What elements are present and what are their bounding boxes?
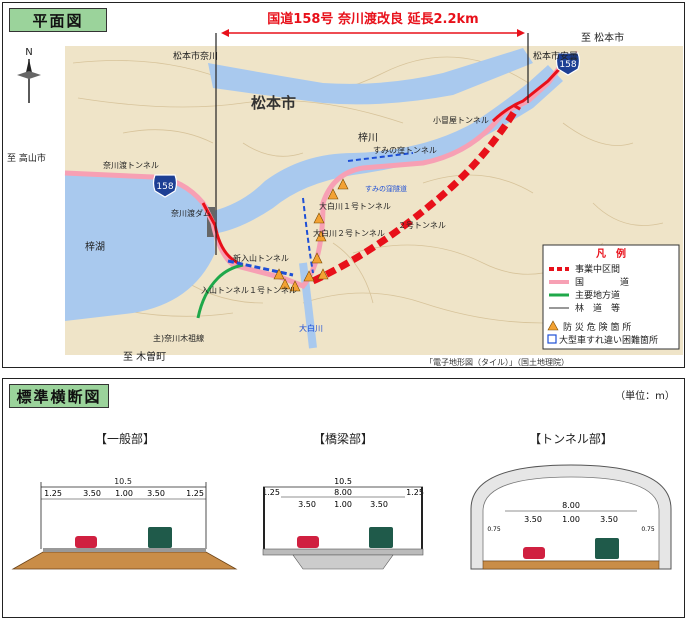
unit-label: （単位：m） [615,389,675,402]
svg-text:158: 158 [559,60,576,70]
to-takayama: 至 高山市 [7,152,46,164]
tunnel-iriyama-label: 入山トンネル [201,285,249,295]
general-part-1: 1.25 [44,489,62,498]
tunnel-oshirakawa1-label: 大白川１号トンネル [319,201,391,211]
cross-sections: （単位：m） 【一般部】 10.5 1.25 3.50 1.00 3.50 1.… [11,389,675,570]
road-segment-east [491,63,565,123]
tunnel-oshirakawa2-label: 大白川２号トンネル [313,228,385,238]
general-total: 10.5 [114,477,132,486]
hazard-markers [273,178,349,292]
river-label: 梓川 [358,131,378,144]
section-panel: 標準横断図 （単位：m） 【一般部】 10.5 1.25 3.50 1.00 3… [2,378,685,618]
bridge-car-icon [297,536,319,548]
tunnel-sumiyose-label: すみの窪トンネル [373,145,437,155]
bridge-part-2: 3.50 [298,500,316,509]
legend-item-narrow: 大型車すれ違い困難箇所 [559,334,658,346]
general-part-2: 3.50 [83,489,101,498]
tunnel-part-2: 3.50 [524,515,542,524]
tunnel-part-1: 0.75 [487,526,501,533]
general-truck-icon [148,527,172,548]
tunnel-no1-label: １号トンネル [249,286,297,295]
lake-azusa [65,171,215,321]
ohshirakawa-label: 大白川 [299,323,323,333]
road-kiso-label: 主)奈川木祖線 [153,333,204,343]
plan-map: 158 158 N 国道158号 奈川渡改良 延長2.2km 松本市 梓湖 梓川… [7,11,683,367]
bridge-label: 【橋梁部】 [313,431,373,446]
general-part-3: 1.00 [115,489,133,498]
section-title: 標準横断図 [9,384,109,408]
to-kiso: 至 木曽町 [123,350,166,363]
bridge-part-4: 3.50 [370,500,388,509]
tunnel-car-icon [523,547,545,559]
azusa-river [213,65,563,233]
legend: 凡 例 事業中区間 国 道 主要地方道 林 道 等 防 災 危 険 箇 所 大型… [542,244,680,350]
bridge-part-5: 1.25 [406,488,424,497]
bridge-part-1: 1.25 [262,488,280,497]
tunnel-nagawado-label: 奈川渡トンネル [103,160,159,170]
narrow-section-2 [302,197,314,274]
end-label: 松本市安曇 [533,50,578,62]
route-shield-east: 158 [555,52,581,76]
project-section [311,104,521,285]
general-part-5: 1.25 [186,489,204,498]
prefectural-road [196,263,244,319]
tunnel-nyuyama-label: 新入山トンネル [233,253,289,263]
tunnel-section: 8.00 0.75 3.50 1.00 3.50 0.75 [470,464,672,570]
legend-item-project: 事業中区間 [575,263,620,275]
dam-label: 奈川渡ダム [171,208,211,218]
general-label: 【一般部】 [95,431,155,446]
tunnel-truck-icon [595,538,619,559]
bridge-total: 10.5 [334,477,352,486]
route-shield-west: 158 [152,174,178,198]
ohshirakawa-river [299,262,317,349]
map-credit: 「電子地形図（タイル）」（国土地理院） [425,357,569,367]
arrow-right [517,29,525,37]
legend-item-prefectural: 主要地方道 [575,289,620,301]
tunnel-koshimoya-label: 小冒屋トンネル [433,116,489,125]
general-part-4: 3.50 [147,489,165,498]
general-section: 10.5 1.25 3.50 1.00 3.50 1.25 [11,477,238,570]
start-label: 松本市奈川 [173,50,218,62]
svg-text:158: 158 [156,182,173,192]
bridge-truck-icon [369,527,393,548]
tunnel-label: 【トンネル部】 [529,431,613,446]
svg-text:N: N [25,47,32,58]
plan-panel: 平面図 [2,2,685,368]
narrow-section-1 [227,259,294,277]
legend-item-forest: 林 道 等 [575,302,620,314]
compass-icon: N [17,47,41,103]
tunnel-part-5: 0.75 [641,526,655,533]
legend-item-national: 国 道 [575,276,629,288]
bridge-section: 10.5 8.00 1.25 3.50 1.00 3.50 1.25 [262,477,424,570]
legend-item-hazard: 防 災 危 険 箇 所 [563,321,631,333]
tunnel-no2-label: ２号トンネル [398,221,446,230]
narrow-section-3 [347,152,414,162]
route-title: 国道158号 奈川渡改良 延長2.2km [267,11,478,27]
lake-label: 梓湖 [85,240,105,253]
tunnel-sumiyose2-label: すみの窪隧道 [365,184,407,193]
arrow-left [221,29,229,37]
bridge-part-3: 1.00 [334,500,352,509]
tunnel-part-3: 1.00 [562,515,580,524]
tunnel-inner: 8.00 [562,501,580,510]
bridge-inner: 8.00 [334,488,352,497]
legend-title: 凡 例 [596,247,626,260]
upper-reservoir [208,48,533,105]
city-name-label: 松本市 [251,94,296,112]
tunnel-part-4: 3.50 [600,515,618,524]
general-car-icon [75,536,97,548]
plan-title: 平面図 [9,8,107,32]
to-matsumoto: 至 松本市 [581,31,624,44]
